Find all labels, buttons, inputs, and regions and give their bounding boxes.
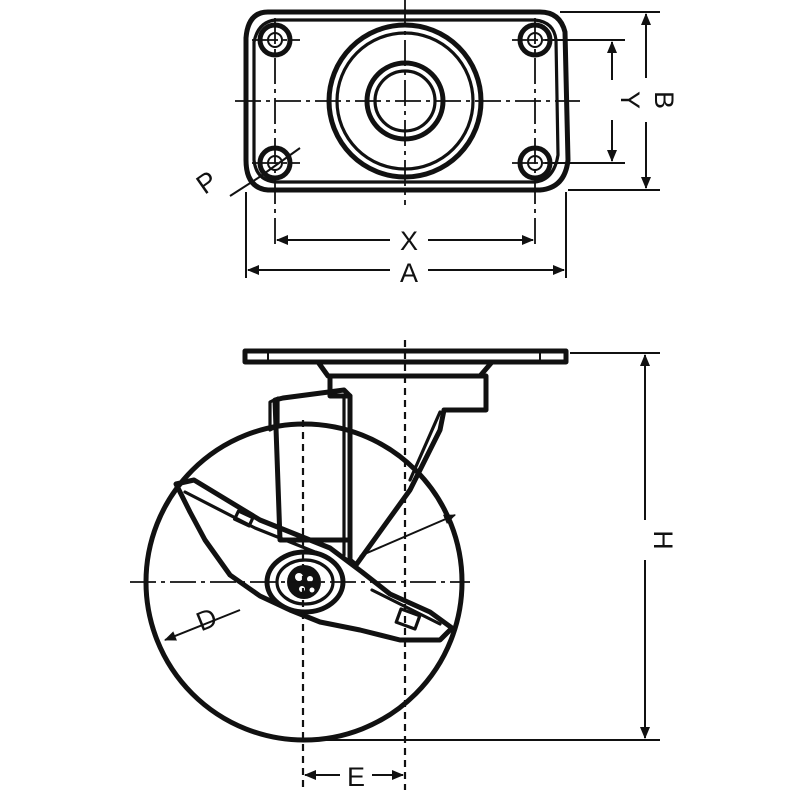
dimension-label-e: E: [347, 762, 365, 792]
dimension-label-b: B: [649, 91, 679, 109]
side-top-plate: [242, 348, 569, 365]
top-plate-outline: [243, 9, 571, 193]
dimension-label-d: D: [192, 602, 221, 637]
brake-bracket: [272, 387, 353, 543]
dimension-label-x: X: [400, 226, 418, 256]
brake-pedal: [173, 477, 455, 643]
dimension-label-p: P: [191, 165, 223, 200]
top-view: Y B X A P: [191, 0, 679, 288]
side-view: H D: [130, 340, 678, 792]
dimension-label-y: Y: [615, 91, 645, 109]
fork-body: [327, 373, 489, 568]
dimension-label-h: H: [648, 530, 678, 550]
dimension-label-a: A: [400, 258, 418, 288]
